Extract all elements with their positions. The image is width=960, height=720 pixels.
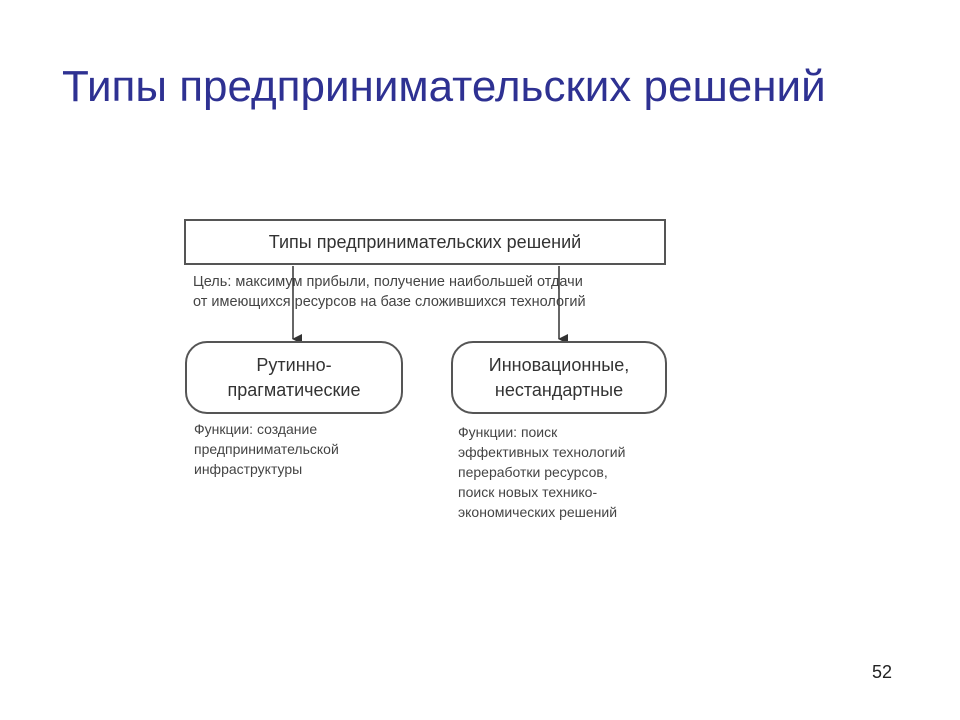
innovative-function-line: переработки ресурсов, <box>458 464 608 480</box>
routine-functions: Функции: создание предпринимательской ин… <box>194 419 339 479</box>
goal-line: Цель: максимум прибыли, получение наибол… <box>193 274 583 290</box>
root-node-label: Типы предпринимательских решений <box>268 231 582 252</box>
innovative-function-line: эффективных технологий <box>458 444 626 460</box>
innovative-node-label: нестандартные <box>494 379 624 400</box>
routine-node: Рутинно- прагматические <box>185 341 403 414</box>
routine-node-label: прагматические <box>227 379 361 400</box>
slide-title: Типы предпринимательских решений <box>62 62 826 111</box>
root-node: Типы предпринимательских решений <box>184 219 666 265</box>
innovative-function-line: поиск новых технико- <box>458 484 598 500</box>
routine-function-line: предпринимательской <box>194 441 339 457</box>
goal-line: от имеющихся ресурсов на базе сложившихс… <box>193 294 586 310</box>
page-number: 52 <box>872 662 893 682</box>
routine-function-line: инфраструктуры <box>194 461 303 477</box>
routine-function-line: Функции: создание <box>194 421 318 437</box>
innovative-function-line: Функции: поиск <box>458 424 558 440</box>
goal-text: Цель: максимум прибыли, получение наибол… <box>193 272 673 312</box>
innovative-functions: Функции: поиск эффективных технологий пе… <box>458 422 625 522</box>
routine-node-label: Рутинно- <box>256 354 332 375</box>
innovative-node: Инновационные, нестандартные <box>451 341 667 414</box>
innovative-function-line: экономических решений <box>458 504 618 520</box>
innovative-node-label: Инновационные, <box>488 354 630 375</box>
